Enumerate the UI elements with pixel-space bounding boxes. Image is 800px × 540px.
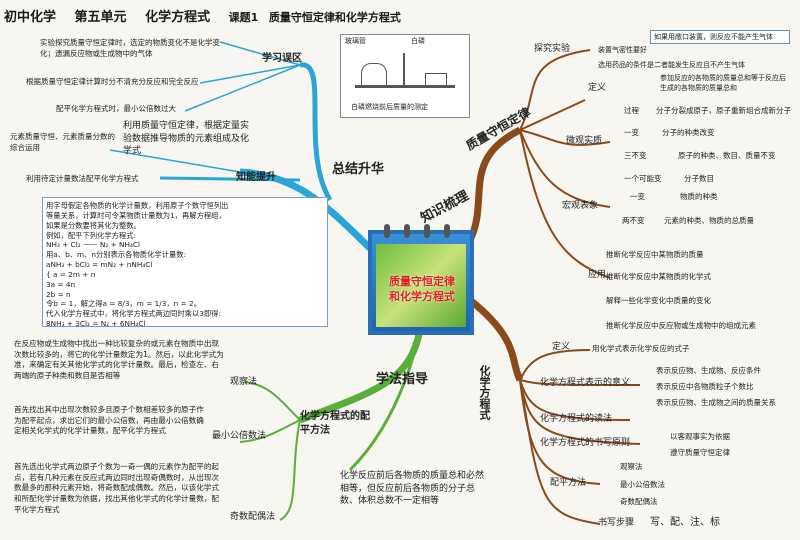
diagram-caption: 白磷燃烧前后质量的测定 xyxy=(351,103,428,111)
micro-key-process: 过程 xyxy=(624,106,639,115)
micro-value-unchanged: 原子的种类、数目、质量不变 xyxy=(678,151,776,160)
eq-def-text: 用化学式表示化学反应的式子 xyxy=(592,344,690,353)
formula-line: NH₃ + Cl₂ —— N₂ + NH₄Cl xyxy=(46,240,141,250)
formula-line: 8NH₃ + 3Cl₂ = N₂ + 6NH₄Cl xyxy=(46,319,146,329)
apply-label: 应用 xyxy=(588,270,607,280)
title-lesson-name: 质量守恒定律和化学方程式 xyxy=(268,11,401,24)
glass-tube-label: 玻璃管 xyxy=(345,37,366,45)
formula-line: 3a = 4n xyxy=(46,279,76,289)
macro-value-unchanged: 元素的种类、物质的总质量 xyxy=(664,216,754,225)
center-title-line1: 质量守恒定律 xyxy=(389,275,455,288)
lcm-label: 最小公倍数法 xyxy=(212,431,267,441)
apply-item-2: 推断化学反应中某物质的化学式 xyxy=(606,272,711,281)
formula-line: 等量关系，计算时可令某物质计量数为1，再解方程组， xyxy=(46,210,226,220)
definition-label: 定义 xyxy=(588,83,607,93)
method-note: 化学反应前后各物质的质量总和必然相等，但反应前后各物质的分子总数、体积总数不一定… xyxy=(340,471,485,507)
branch-equation: 化学方程式 xyxy=(478,365,491,420)
formula-line: 用a、b、m、n分别表示各物质化学计量数: xyxy=(46,250,187,260)
observe-text: 在反应物或生成物中找出一种比较复杂的或元素在物质中出现次数比较多的，将它的化学计… xyxy=(14,339,224,380)
center-title-line2: 和化学方程式 xyxy=(389,290,455,304)
experiment-item-2: 选用药品的条件是二者能发生反应且不产生气体 xyxy=(598,61,745,69)
macro-key-unchanged: 两不变 xyxy=(622,216,645,225)
micro-label: 微观实质 xyxy=(566,136,603,146)
ability-label: 知能提升 xyxy=(236,172,276,183)
micro-key-change: 一变 xyxy=(624,128,639,137)
eq-principle-1: 以客观事实为依据 xyxy=(670,432,730,441)
observe-label: 观察法 xyxy=(230,377,258,387)
micro-key-unchanged: 三不变 xyxy=(624,151,647,160)
apply-item-3: 解释一些化学变化中质量的变化 xyxy=(606,296,711,305)
center-topic-card: 质量守恒定律和化学方程式 xyxy=(368,224,474,335)
experiment-note: 如果用敞口装置，则反应不能产生气体 xyxy=(650,30,790,44)
eq-meaning-3: 表示反应物、生成物之间的质量关系 xyxy=(656,398,776,407)
title-lesson: 课题1 xyxy=(228,11,259,24)
eq-steps-label: 书写步骤 xyxy=(598,518,635,528)
odd-even-label: 奇数配偶法 xyxy=(230,512,276,522)
micro-value-change: 分子的种类改变 xyxy=(662,128,715,137)
title-course: 初中化学 xyxy=(4,10,57,25)
title-unit: 第五单元 xyxy=(74,10,127,25)
definition-text: 参加反应的各物质的质量总和等于反应后生成的各物质的质量总和 xyxy=(660,74,786,92)
macro-key-change: 一变 xyxy=(630,192,645,201)
macro-value-change: 物质的种类 xyxy=(680,192,718,201)
errors-label: 学习误区 xyxy=(262,53,302,64)
ability-left-text: 元素质量守恒、元素质量分数的综合运用 xyxy=(10,132,115,152)
formula-example-box: 用字母假定各物质的化学计量数，利用原子个数守恒列出 等量关系，计算时可令某物质计… xyxy=(42,197,328,329)
eq-balance-2: 最小公倍数法 xyxy=(620,480,665,489)
apply-item-4: 推断化学反应中反应物或生成物中的组成元素 xyxy=(606,321,756,330)
micro-value-process: 分子分裂成原子，原子重新组合成新分子 xyxy=(656,106,791,115)
eq-principle-label: 化学方程式的书写原则 xyxy=(540,438,631,448)
apply-item-1: 推断化学反应中某物质的质量 xyxy=(606,250,704,259)
eq-def-label: 定义 xyxy=(552,342,571,352)
error-item-1: 实验探究质量守恒定律时，选定的物质变化不是化学变化；遗漏反应物或生成物中的气体 xyxy=(40,38,220,58)
formula-line: aNH₃ + bCl₂ = mN₂ + nNH₄Cl xyxy=(46,260,153,270)
ability-right-text: 利用质量守恒定律，根据定量实验数据推导物质的元素组成及化学式 xyxy=(123,121,250,157)
eq-meaning-label: 化学方程式表示的意义 xyxy=(540,378,631,388)
title-topic: 化学方程式 xyxy=(145,10,211,25)
formula-line: 2b = n xyxy=(46,289,71,299)
formula-line: 用字母假定各物质的化学计量数，利用原子个数守恒列出 xyxy=(46,201,229,210)
micro-key-maybe: 一个可能变 xyxy=(624,174,662,183)
branch-summary: 总结升华 xyxy=(332,162,385,177)
experiment-label: 探究实验 xyxy=(534,44,571,54)
error-item-3: 配平化学方程式时，最小公倍数过大 xyxy=(56,104,176,113)
ability-formula-label: 利用待定计量数法配平化学方程式 xyxy=(26,174,139,183)
experiment-diagram: 玻璃管 白磷 白磷燃烧前后质量的测定 xyxy=(340,34,470,118)
formula-line: 令b = 1，解之得a = 8/3，m = 1/3，n = 2。 xyxy=(46,299,201,309)
eq-meaning-2: 表示反应中各物质粒子个数比 xyxy=(656,382,754,391)
eq-read-label: 化学方程式的读法 xyxy=(540,414,613,424)
formula-line: 代入化学方程式中，将化学方程式两边同时乘以3即得: xyxy=(46,309,221,319)
eq-principle-2: 遵守质量守恒定律 xyxy=(670,448,730,457)
white-phosphorus-label: 白磷 xyxy=(411,37,425,45)
formula-line: 如果是分数要将其化为整数。 xyxy=(46,220,141,230)
macro-label: 宏观表象 xyxy=(562,201,599,211)
eq-balance-label: 配平方法 xyxy=(550,478,587,488)
eq-meaning-1: 表示反应物、生成物、反应条件 xyxy=(656,366,761,375)
balance-method-label: 化学方程式的配平方法 xyxy=(300,411,370,436)
eq-balance-1: 观察法 xyxy=(620,462,643,471)
experiment-item-1: 装置气密性要好 xyxy=(598,46,647,54)
micro-value-maybe: 分子数目 xyxy=(684,174,714,183)
lcm-text: 首先找出其中出现次数较多且原子个数相差较多的原子作为配平起点，求出它们的最小公倍… xyxy=(14,405,204,436)
formula-line: { a = 2m + n xyxy=(46,269,96,279)
eq-balance-3: 奇数配偶法 xyxy=(620,497,658,506)
branch-method: 学法指导 xyxy=(376,372,429,387)
eq-steps-text: 写、配、注、标 xyxy=(650,517,720,528)
odd-even-text: 首先选出化学式两边原子个数为一奇一偶的元素作为配平的起点，若有几种元素在反应式两… xyxy=(14,462,220,514)
page-title: 初中化学 第五单元 化学方程式 课题1 质量守恒定律和化学方程式 xyxy=(4,6,415,25)
formula-line: 例如，配平下列化学方程式: xyxy=(46,230,137,240)
error-item-2: 根据质量守恒定律计算时分不清充分反应和完全反应 xyxy=(26,77,199,86)
